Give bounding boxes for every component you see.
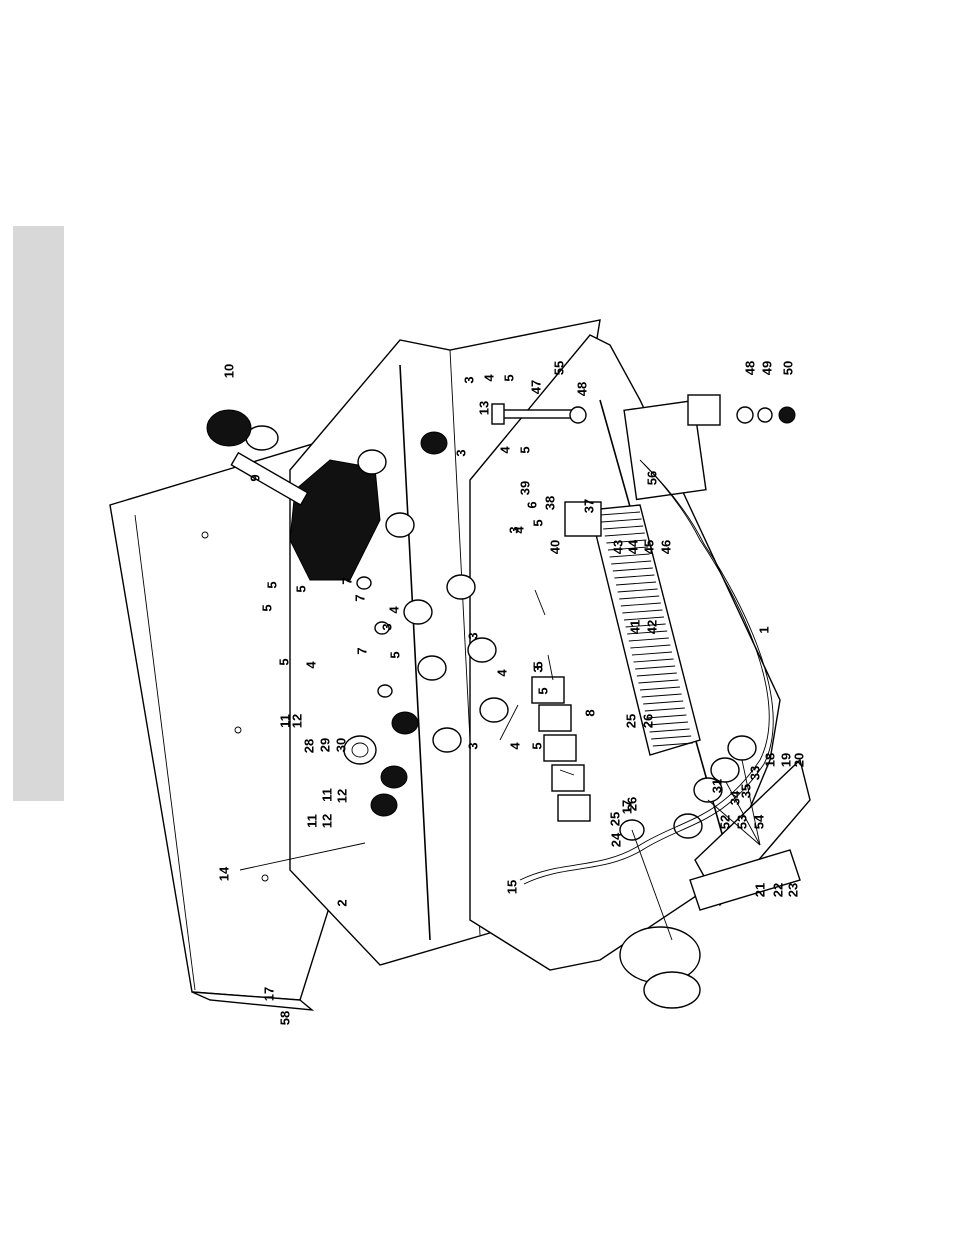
callout-label: 8 — [582, 709, 597, 716]
callout-label: 10 — [221, 364, 236, 378]
bracket-55 — [688, 395, 720, 425]
callout-label: 3 — [465, 632, 480, 639]
callout-label: 5 — [293, 585, 308, 592]
callout-label: 30 — [333, 738, 348, 752]
callout-label: 5 — [530, 661, 545, 668]
callout-label: 3 — [453, 449, 468, 456]
callout-label: 35 — [738, 784, 753, 798]
callout-label: 42 — [644, 620, 659, 634]
callout-label: 43 — [610, 540, 625, 554]
callout-label: 17 — [261, 987, 276, 1001]
callout-label: 58 — [277, 1011, 292, 1025]
callout-label: 12 — [289, 714, 304, 728]
callout-label: 48 — [574, 382, 589, 396]
callout-label: 7 — [339, 577, 354, 584]
callout-label: 5 — [530, 519, 545, 526]
callout-label: 4 — [481, 374, 496, 382]
callout-label: 4 — [386, 606, 401, 614]
callout-label: 14 — [216, 866, 231, 881]
callout-label: 5 — [535, 687, 550, 694]
callout-label: 4 — [494, 669, 509, 677]
callout-label: 52 — [717, 815, 732, 829]
callout-label: 24 — [608, 832, 623, 847]
callout-label: 29 — [317, 738, 332, 752]
relay — [544, 735, 576, 761]
key-switch — [344, 736, 376, 764]
callout-label: 25 — [607, 812, 622, 826]
callout-label: 33 — [747, 766, 762, 780]
callout-label: 7 — [352, 594, 367, 601]
callout-label: 1 — [756, 626, 771, 633]
relay — [552, 765, 584, 791]
callout-label: 47 — [528, 380, 543, 394]
callout-label: 3 — [465, 742, 480, 749]
toggle-switch — [468, 638, 496, 662]
callout-label: 54 — [751, 814, 766, 829]
callout-label: 38 — [542, 496, 557, 510]
toggle-switch — [404, 600, 432, 624]
callout-label: 15 — [504, 880, 519, 894]
callout-label: 6 — [524, 501, 539, 508]
callout-label: 48 — [742, 361, 757, 375]
callout-label: 11 — [304, 814, 319, 828]
callout-label: 7 — [354, 647, 369, 654]
callout-label: 3 — [461, 376, 476, 383]
callout-label: 12 — [334, 789, 349, 803]
callout-label: 18 — [762, 753, 777, 767]
callout-label: 11 — [319, 788, 334, 802]
callout-label: 4 — [507, 742, 522, 750]
callout-label: 13 — [476, 401, 491, 415]
callout-label: 56 — [644, 471, 659, 485]
callout-label: 4 — [303, 661, 318, 669]
toggle-switch — [418, 656, 446, 680]
relay — [558, 795, 590, 821]
callout-label: 5 — [387, 651, 402, 658]
callout-label: 5 — [264, 581, 279, 588]
callout-label: 39 — [517, 481, 532, 495]
callout-label: 22 — [770, 883, 785, 897]
callout-label: 26 — [624, 797, 639, 811]
callout-label: 45 — [641, 540, 656, 554]
toggle-switch — [358, 450, 386, 474]
toggle-switch — [447, 575, 475, 599]
callout-label: 12 — [319, 814, 334, 828]
speaker-grill — [421, 432, 447, 454]
toggle-switch — [480, 698, 508, 722]
callout-label: 49 — [759, 361, 774, 375]
callout-label: 53 — [734, 815, 749, 829]
callout-label: 26 — [640, 714, 655, 728]
callout-label: 5 — [501, 374, 516, 381]
callout-label: 50 — [780, 361, 795, 375]
toggle-switch — [433, 728, 461, 752]
relay — [539, 705, 571, 731]
callout-label: 41 — [627, 620, 642, 634]
callout-label: 9 — [247, 474, 262, 481]
callout-label: 46 — [658, 540, 673, 554]
callout-label: 25 — [623, 714, 638, 728]
callout-label: 5 — [259, 604, 274, 611]
callout-label: 5 — [276, 658, 291, 665]
toggle-switch — [378, 685, 392, 697]
callout-label: 4 — [511, 526, 526, 534]
callout-label: 31 — [709, 779, 724, 793]
callout-label: 4 — [497, 446, 512, 454]
callout-label: 21 — [752, 883, 767, 897]
callout-label: 2 — [334, 899, 349, 906]
callout-label: 44 — [625, 539, 640, 554]
callout-label: 3 — [379, 623, 394, 630]
toggle-switch — [386, 513, 414, 537]
callout-label: 23 — [785, 883, 800, 897]
callout-label: 5 — [529, 742, 544, 749]
callout-label: 40 — [547, 540, 562, 554]
callout-label: 37 — [581, 499, 596, 513]
callout-label: 55 — [551, 361, 566, 375]
callout-label: 28 — [301, 739, 316, 753]
callout-label: 5 — [517, 446, 532, 453]
callout-label: 20 — [791, 753, 806, 767]
toggle-switch — [357, 577, 371, 589]
